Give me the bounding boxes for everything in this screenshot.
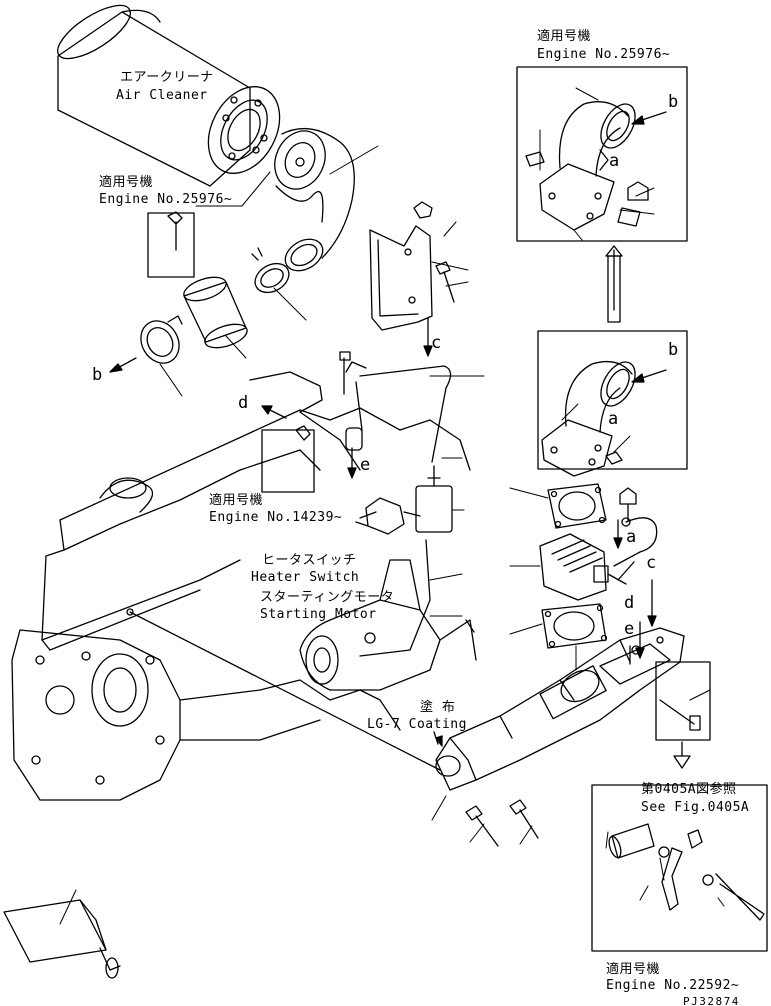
ref-letter-b-mid: b <box>668 340 679 360</box>
air-cleaner-jp-label: エアークリーナ <box>120 70 214 85</box>
detail-box-top <box>516 66 688 242</box>
ref-letter-c-upper: c <box>431 333 442 353</box>
manifold-bolts <box>465 799 539 847</box>
bracket <box>369 201 455 331</box>
ref-letter-a-right: a <box>626 527 637 547</box>
arrows <box>109 111 691 769</box>
ref-letter-d-right: d <box>624 593 635 613</box>
starting-motor <box>299 539 477 691</box>
ref-letter-a-mid: a <box>608 409 619 429</box>
drawing-code: PJ32874 <box>683 995 740 1006</box>
engine-block <box>11 371 471 801</box>
ref-letter-c-right: c <box>646 553 657 573</box>
ref-letter-d-left: d <box>238 393 249 413</box>
hose-clamps <box>140 247 290 364</box>
misc-outlines <box>261 425 711 741</box>
heater-switch-jp-label: ヒータスイッチ <box>262 553 357 568</box>
ref-letter-e-left: e <box>360 455 371 475</box>
starting-motor-jp-label: スターティングモータ <box>260 590 395 605</box>
left-jp-applicable-label: 適用号機 <box>99 175 154 190</box>
ref-letter-b-left: b <box>92 365 103 385</box>
top-engine-number-label: Engine No.25976~ <box>537 47 671 62</box>
tube-part <box>3 899 121 979</box>
air-cleaner-label: Air Cleaner <box>116 88 208 103</box>
leader-lines <box>59 87 725 925</box>
see-fig-jp-label: 第0405A図参照 <box>641 782 737 797</box>
see-fig-label: See Fig.0405A <box>641 800 750 815</box>
air-cleaner <box>57 4 281 187</box>
bottom-engine-number-label: Engine No.22592~ <box>606 978 740 993</box>
starting-motor-label: Starting Motor <box>260 607 377 622</box>
left-engine-number-label: Engine No.25976~ <box>99 192 233 207</box>
gaskets-heater <box>539 483 658 649</box>
ref-letter-a-top: a <box>609 151 620 171</box>
intake-elbow <box>274 128 355 272</box>
ref-letter-b-top: b <box>668 92 679 112</box>
bottom-jp-applicable-label: 適用号機 <box>606 962 661 977</box>
ref-box-left <box>147 211 195 278</box>
heater-switch-label: Heater Switch <box>251 570 360 585</box>
intake-manifold <box>435 627 701 791</box>
detail-box-bottom <box>591 784 768 952</box>
top-jp-applicable-label: 適用号機 <box>537 29 592 44</box>
detail-box-middle <box>537 330 688 477</box>
mid-jp-applicable-label: 適用号機 <box>209 493 264 508</box>
coating-label: LG-7 Coating <box>367 717 467 732</box>
ref-letter-e-right: e <box>624 619 635 639</box>
mid-engine-number-label: Engine No.14239~ <box>209 510 343 525</box>
heater-switch <box>339 351 453 535</box>
coating-jp-label: 塗 布 <box>420 700 456 715</box>
